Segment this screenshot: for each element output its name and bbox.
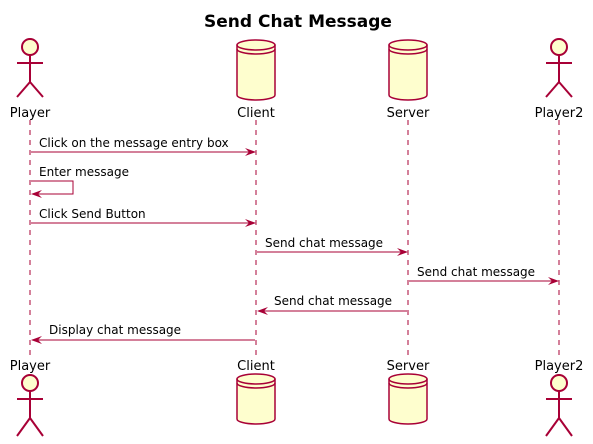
database-icon — [388, 373, 428, 425]
participant-label: Server — [387, 106, 430, 121]
message-2-self: Enter message — [31, 165, 129, 198]
message-label: Send chat message — [274, 294, 392, 308]
actor-icon — [16, 374, 44, 437]
message-label: Click Send Button — [39, 207, 146, 221]
message-1: Click on the message entry box — [31, 136, 256, 156]
participant-server-bottom: Server — [387, 359, 430, 425]
database-icon — [236, 39, 276, 101]
message-label: Click on the message entry box — [39, 136, 229, 150]
participant-label: Server — [387, 359, 430, 374]
participant-label: Player2 — [535, 359, 584, 374]
database-icon — [388, 39, 428, 101]
message-5: Send chat message — [409, 265, 559, 285]
message-7: Display chat message — [31, 323, 255, 344]
participant-player-top: Player — [10, 38, 51, 121]
message-label: Display chat message — [49, 323, 181, 337]
participant-server-top: Server — [387, 39, 430, 121]
database-icon — [236, 373, 276, 425]
message-3: Click Send Button — [31, 207, 256, 227]
actor-icon — [545, 374, 573, 437]
participant-label: Player2 — [535, 106, 584, 121]
participant-label: Client — [237, 359, 275, 374]
message-label: Send chat message — [265, 236, 383, 250]
participant-client-bottom: Client — [236, 359, 276, 425]
participant-player2-bottom: Player2 — [535, 359, 584, 437]
participant-player2-top: Player2 — [535, 38, 584, 121]
participant-label: Client — [237, 106, 275, 121]
participant-client-top: Client — [236, 39, 276, 121]
actor-icon — [545, 38, 573, 98]
diagram-title: Send Chat Message — [204, 12, 392, 32]
actor-icon — [16, 38, 44, 98]
participant-player-bottom: Player — [10, 359, 51, 437]
participant-label: Player — [10, 106, 51, 121]
message-4: Send chat message — [257, 236, 408, 256]
message-label: Enter message — [39, 165, 129, 179]
lifelines — [29, 120, 560, 360]
participant-label: Player — [10, 359, 51, 374]
messages: Click on the message entry box Enter mes… — [31, 136, 559, 344]
message-label: Send chat message — [417, 265, 535, 279]
message-6: Send chat message — [257, 294, 407, 315]
